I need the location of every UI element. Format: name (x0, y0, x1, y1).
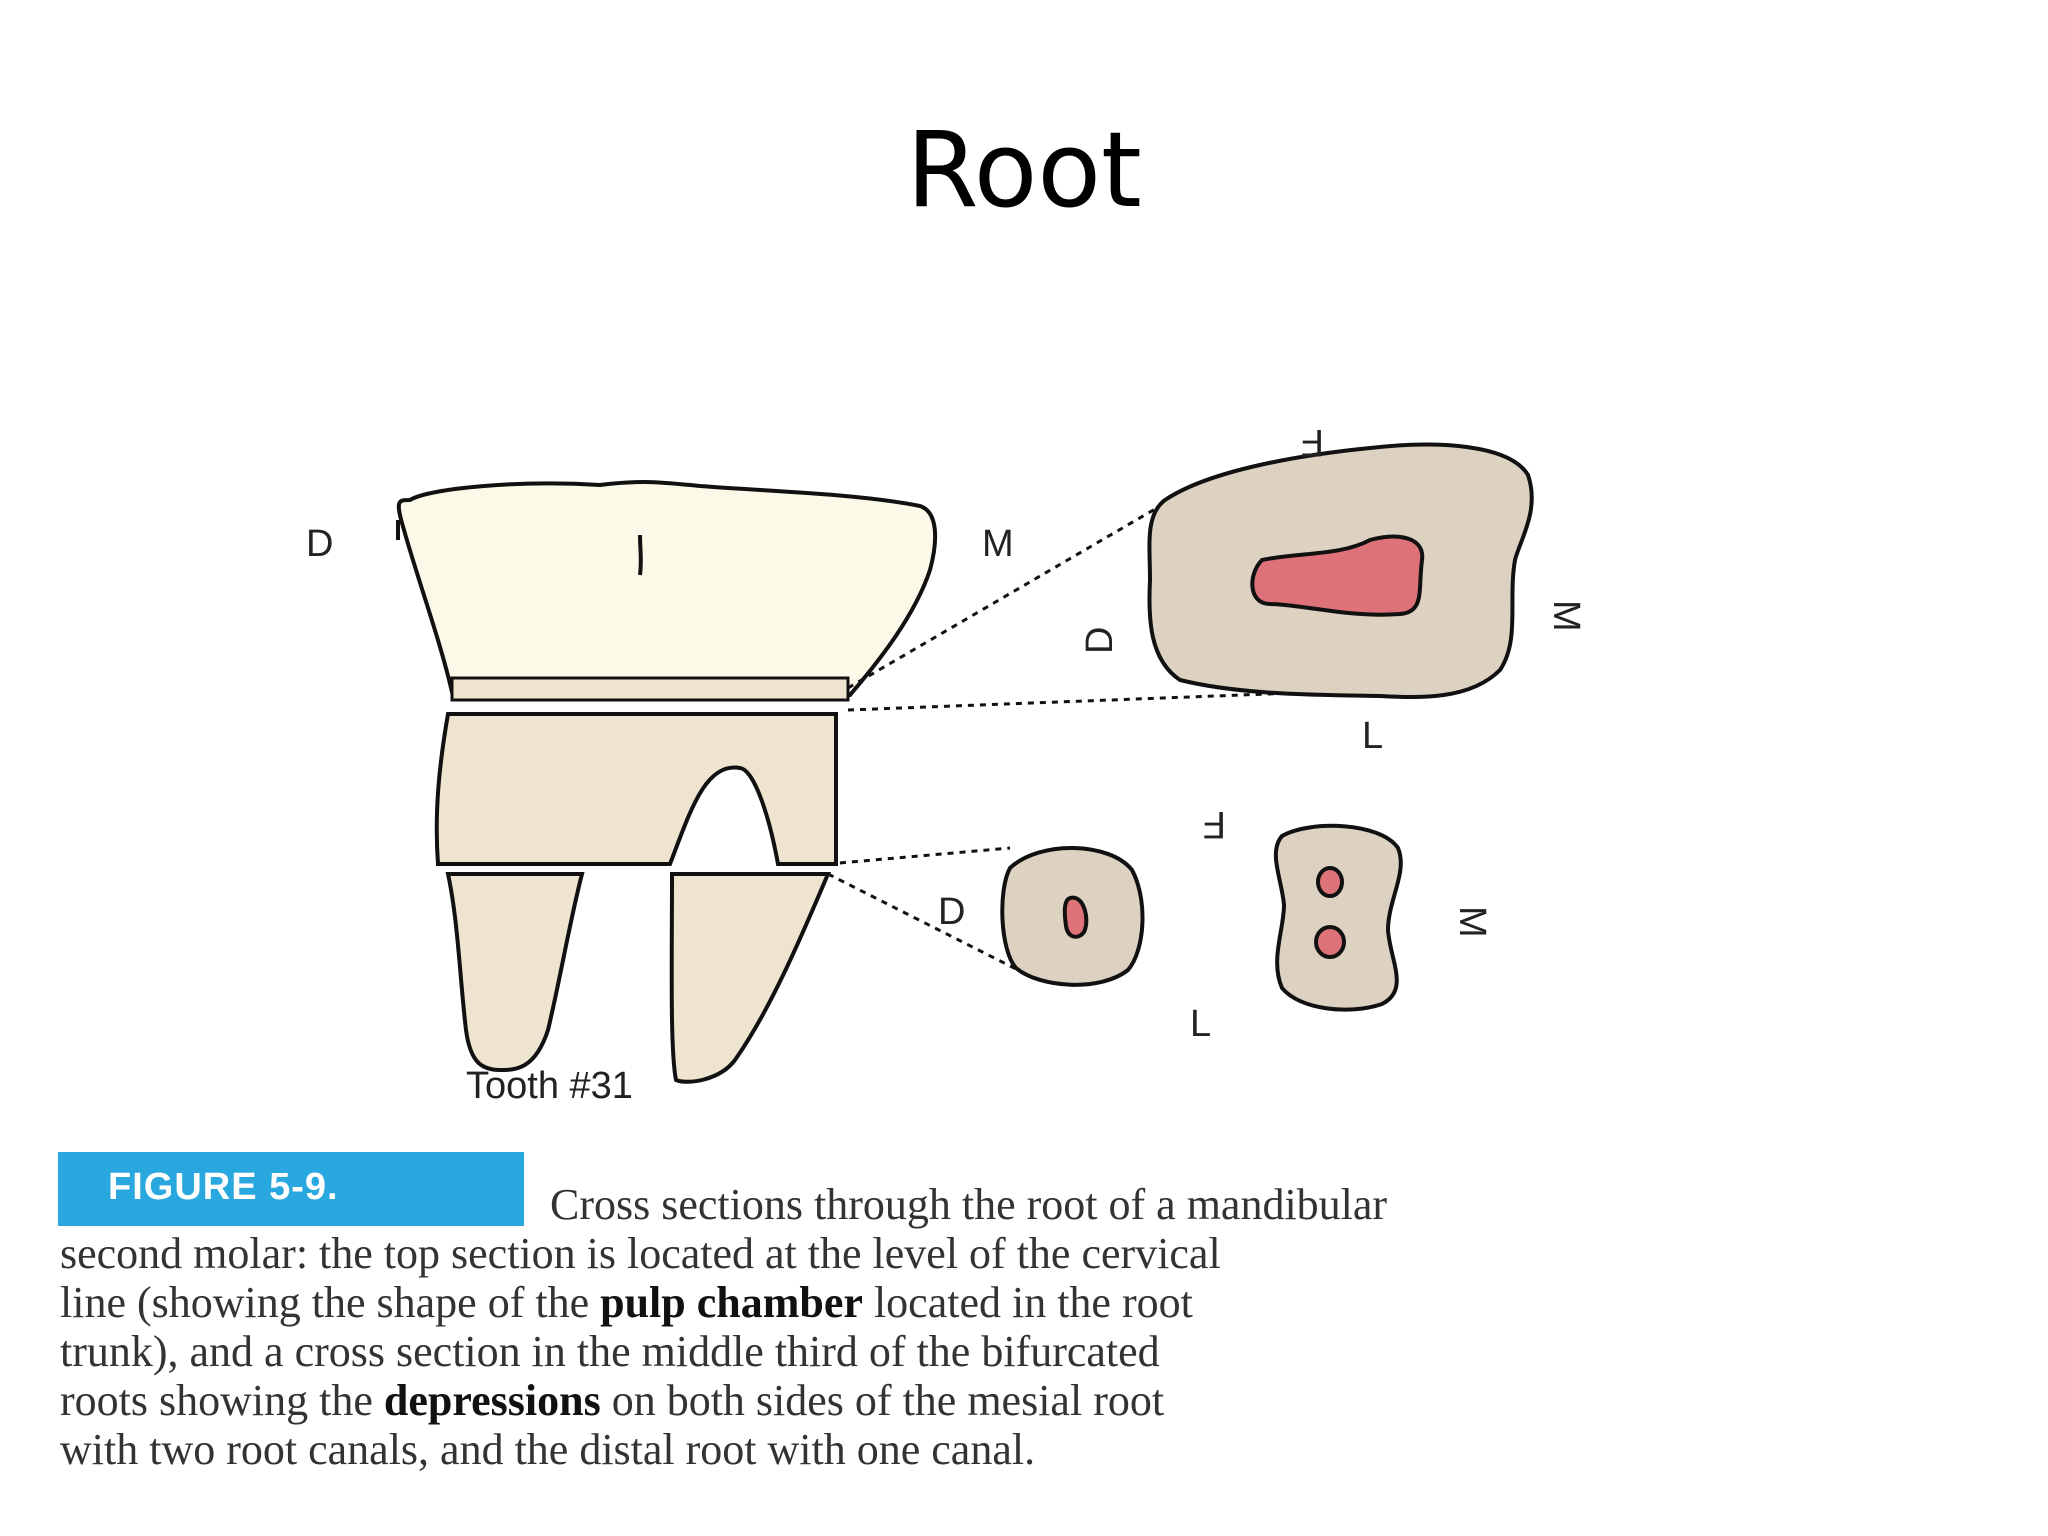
caption-line-3b: located in the root (862, 1278, 1193, 1327)
caption-term-pulp-chamber: pulp chamber (600, 1278, 863, 1327)
label-top-distal: D (1079, 627, 1121, 654)
label-bottom-distal: D (938, 891, 965, 933)
label-top-mesial: M (1545, 600, 1587, 632)
projection-line (847, 503, 1163, 690)
projection-line (847, 690, 1321, 712)
crown-shape (396, 480, 938, 698)
projection-line (827, 846, 1011, 866)
mesial-root (669, 872, 832, 1084)
crown-groove (638, 534, 643, 576)
distal-canal (1062, 895, 1089, 939)
slide-title: Root (906, 109, 1142, 231)
mesial-canal-1 (1316, 866, 1344, 898)
mesial-root-section (1273, 823, 1403, 1012)
figure-badge-label: FIGURE 5-9. (108, 1166, 339, 1208)
label-tooth-distal: D (306, 523, 333, 565)
label-top-facial: F (1301, 421, 1324, 463)
caption-line-5b: on both sides of the mesial root (600, 1376, 1165, 1425)
root-trunk (434, 712, 838, 866)
caption-line-1: Cross sections through the root of a man… (550, 1180, 1388, 1229)
tooth-number-label: Tooth #31 (466, 1065, 633, 1107)
pulp-chamber (1250, 534, 1425, 617)
caption-line-6: with two root canals, and the distal roo… (60, 1425, 1036, 1474)
label-top-lingual: L (1362, 715, 1383, 757)
caption-line-4: trunk), and a cross section in the middl… (60, 1327, 1160, 1376)
figure-badge: FIGURE 5-9. (58, 1152, 524, 1226)
caption-line-3a: line (showing the shape of the (60, 1278, 601, 1327)
label-bottom-facial: F (1203, 803, 1226, 845)
label-bottom-mesial: M (1451, 906, 1493, 938)
cervical-band (450, 676, 850, 702)
label-bottom-lingual: L (1190, 1003, 1211, 1045)
caption-term-depressions: depressions (383, 1376, 601, 1425)
caption-line-5a: roots showing the (60, 1376, 384, 1425)
projection-line (827, 872, 1023, 974)
figure-caption: Cross sections through the root of a man… (60, 1180, 1840, 1474)
mesial-canal-2 (1314, 925, 1346, 959)
label-tooth-mesial: M (982, 523, 1014, 565)
caption-line-2: second molar: the top section is located… (60, 1229, 1221, 1278)
distal-root (445, 872, 585, 1073)
